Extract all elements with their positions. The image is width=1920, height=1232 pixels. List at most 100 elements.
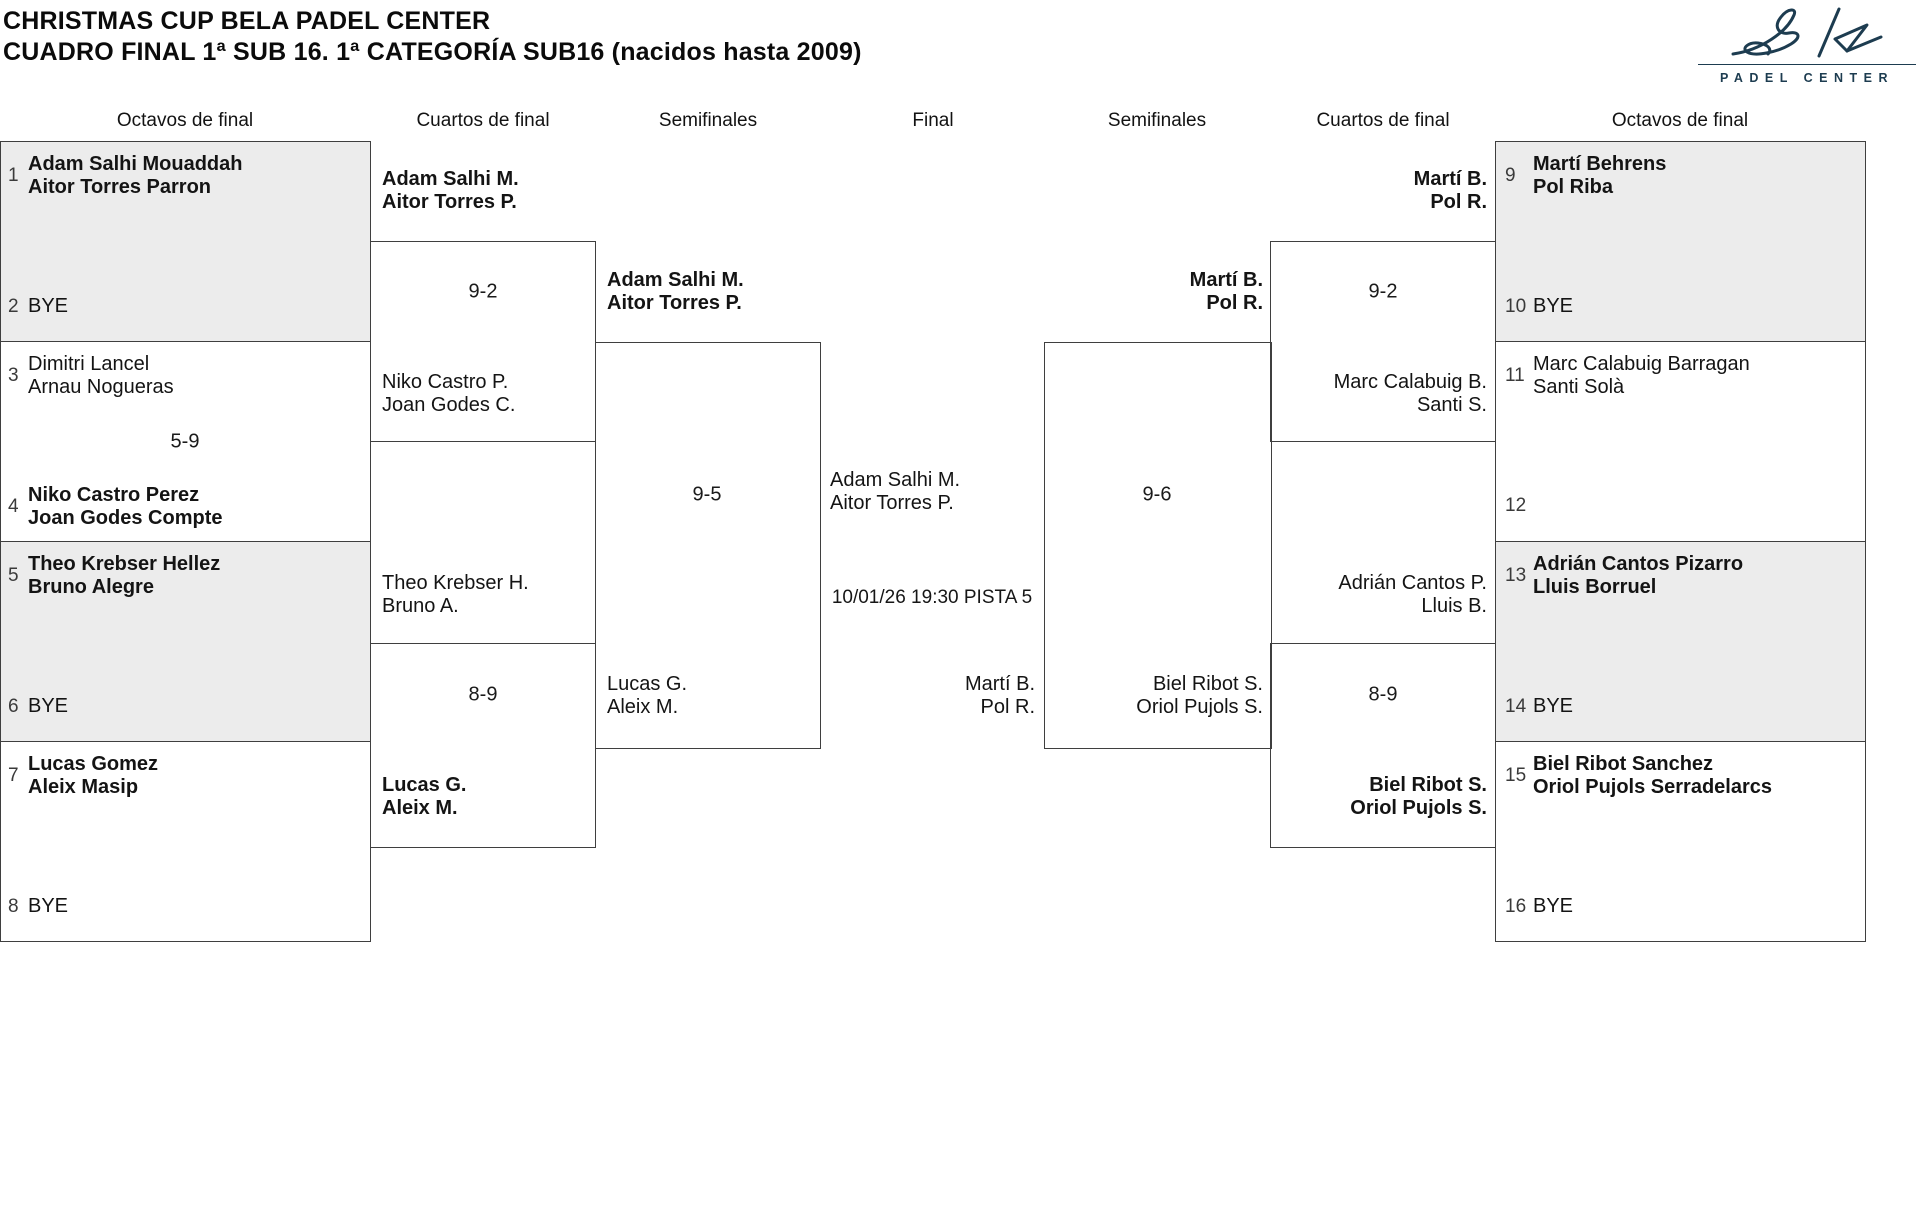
advancer-name-line: Theo Krebser H. xyxy=(382,572,529,594)
octavos-right-separator xyxy=(1495,741,1866,742)
team-name-line: Pol Riba xyxy=(1533,176,1614,198)
seed-number: 10 xyxy=(1505,295,1527,317)
octavos-right-separator xyxy=(1495,341,1866,342)
match-score-oct_left_m2: 5-9 xyxy=(170,430,200,453)
seed-number: 2 xyxy=(8,295,19,317)
round-header-5: Semifinales xyxy=(1107,110,1207,131)
match-score-qf_left_2: 8-9 xyxy=(468,683,498,706)
team-name-line: Aleix Masip xyxy=(28,776,139,798)
advancer-label-cuartos_left-4: Lucas G.Aleix M. xyxy=(382,774,466,820)
team-name-line: Santi Solà xyxy=(1533,376,1625,398)
seed-number: 16 xyxy=(1505,895,1527,917)
bye-entry-2: 2 BYE xyxy=(8,295,68,318)
team-name-line: Niko Castro Perez xyxy=(28,484,200,506)
seed-number: 1 xyxy=(8,165,19,186)
octavos-left-separator xyxy=(0,341,371,342)
team-name-line: Martí Behrens xyxy=(1533,153,1667,175)
team-name-line: BYE xyxy=(28,695,69,717)
tournament-title: CHRISTMAS CUP BELA PADEL CENTER xyxy=(3,7,491,35)
round-header-3: Semifinales xyxy=(658,110,758,131)
match-box-5 xyxy=(1044,342,1272,749)
advancer-label-cuartos_right-3: Adrián Cantos P.Lluis B. xyxy=(1338,572,1487,618)
advancer-name-line: Lucas G. xyxy=(382,774,467,796)
advancer-name-line: Aleix M. xyxy=(607,696,679,718)
octavos-left-separator xyxy=(0,741,371,742)
finalist-name-line: Aitor Torres P. xyxy=(830,492,954,514)
padel-center-wordmark: PADEL CENTER xyxy=(1719,71,1895,85)
team-name-line: Lucas Gomez xyxy=(28,753,159,775)
advancer-name-line: Pol R. xyxy=(1206,292,1263,314)
final-match-schedule: 10/01/26 19:30 PISTA 5 xyxy=(831,587,1033,608)
match-score-sf_left: 9-5 xyxy=(692,483,722,506)
team-name-line: Bruno Alegre xyxy=(28,576,154,598)
round-header-1: Octavos de final xyxy=(116,110,254,131)
team-name-line: Oriol Pujols Serradelarcs xyxy=(1533,776,1772,798)
seed-number: 14 xyxy=(1505,695,1527,717)
octavos-left-shade xyxy=(1,542,370,741)
advancer-name-line: Pol R. xyxy=(1430,191,1487,213)
advancer-name-line: Martí B. xyxy=(1413,168,1487,190)
advancer-name-line: Lucas G. xyxy=(607,673,688,695)
team-name-line: Marc Calabuig Barragan xyxy=(1533,353,1750,375)
bye-label: BYE xyxy=(1533,695,1573,718)
advancer-name-line: Lluis B. xyxy=(1421,595,1487,617)
team-name-line: BYE xyxy=(1533,695,1574,717)
seed-number: 12 xyxy=(1505,495,1527,516)
advancer-name-line: Aitor Torres P. xyxy=(607,292,742,314)
team-name-line: BYE xyxy=(28,295,69,317)
advancer-name-line: Bruno A. xyxy=(382,595,459,617)
match-box-0 xyxy=(370,241,596,442)
team-name-line: Adam Salhi Mouaddah xyxy=(28,153,243,175)
finalist-label-bottom: Martí B.Pol R. xyxy=(965,673,1035,719)
team-name-line: Lluis Borruel xyxy=(1533,576,1657,598)
bye-label: BYE xyxy=(28,695,68,718)
seed-number: 11 xyxy=(1505,365,1525,386)
advancer-name-line: Niko Castro P. xyxy=(382,371,509,393)
team-name-line: Joan Godes Compte xyxy=(28,507,223,529)
advancer-name-line: Santi S. xyxy=(1416,394,1487,416)
team-name-line: Dimitri Lancel xyxy=(28,353,150,375)
advancer-label-semis_left-2: Lucas G.Aleix M. xyxy=(607,673,687,719)
octavos-right-shade xyxy=(1496,142,1865,341)
team-name-line: BYE xyxy=(1533,295,1574,317)
bela-signature-icon xyxy=(1731,7,1883,58)
match-score-sf_right: 9-6 xyxy=(1142,483,1172,506)
match-score-qf_left_1: 9-2 xyxy=(468,280,498,303)
advancer-label-semis_right-2: Biel Ribot S.Oriol Pujols S. xyxy=(1136,673,1263,719)
team-name-line: Aitor Torres Parron xyxy=(28,176,211,198)
bye-label: BYE xyxy=(28,295,68,318)
round-header-4: Final xyxy=(912,110,954,131)
seed-number: 13 xyxy=(1505,565,1527,586)
round-header-7: Octavos de final xyxy=(1611,110,1749,131)
finalist-name-line: Martí B. xyxy=(964,673,1035,695)
advancer-label-cuartos_right-4: Biel Ribot S.Oriol Pujols S. xyxy=(1350,774,1487,820)
team-name-line: BYE xyxy=(1533,895,1574,917)
advancer-name-line: Aitor Torres P. xyxy=(382,191,517,213)
advancer-name-line: Biel Ribot S. xyxy=(1152,673,1263,695)
octavos-right-separator xyxy=(1495,541,1866,542)
team-name-line: Arnau Nogueras xyxy=(28,376,174,398)
bye-entry-16: 16 BYE xyxy=(1505,895,1573,918)
match-box-2 xyxy=(1270,241,1496,442)
team-name-line: Biel Ribot Sanchez xyxy=(1533,753,1714,775)
advancer-name-line: Aleix M. xyxy=(382,797,458,819)
match-score-qf_right_1: 9-2 xyxy=(1368,280,1398,303)
logo-divider xyxy=(1698,64,1916,65)
